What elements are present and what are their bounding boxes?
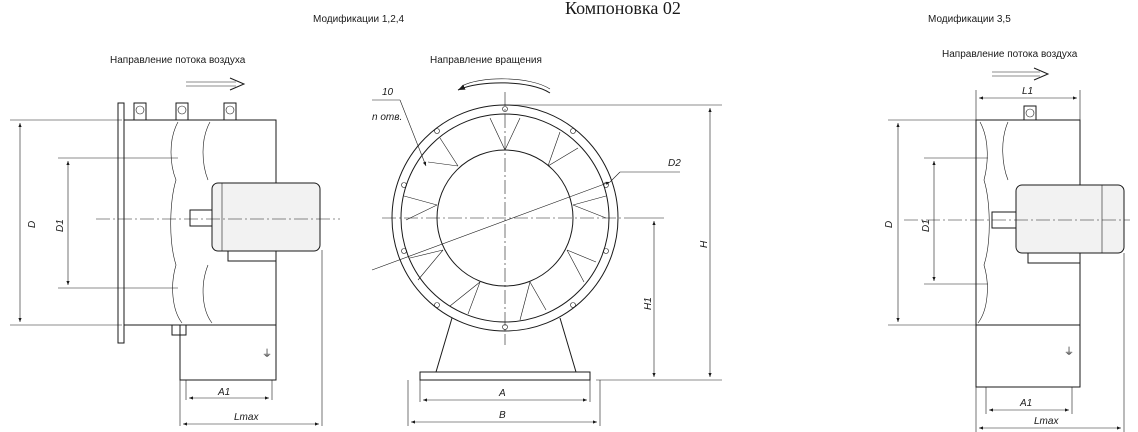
dim-A1-right: A1 <box>1019 398 1032 409</box>
dim-A1-left: A1 <box>217 387 230 398</box>
dim-Lmax-left: Lmax <box>234 412 259 423</box>
dim-H: H <box>699 240 710 248</box>
modifications-124-label: Модификации 1,2,4 <box>313 13 405 25</box>
holes-count-label: 10 <box>382 87 394 98</box>
modifications-35-label: Модификации 3,5 <box>928 13 1011 25</box>
airflow-arrow-right <box>992 67 1050 81</box>
dim-D2: D2 <box>668 158 681 169</box>
motor-base <box>179 324 277 381</box>
front-view: 10 n отв. D2 H H1 A B <box>371 78 722 426</box>
airflow-arrow-left <box>186 77 246 91</box>
drawing-title: Компоновка 02 <box>565 0 681 18</box>
dim-Lmax-right: Lmax <box>1034 416 1059 427</box>
motor-base-right <box>975 324 1081 388</box>
dim-D-right: D <box>884 221 895 228</box>
right-side-view: L1 ⏚ D D1 A1 Lmax <box>884 67 1130 432</box>
motor-right <box>1015 184 1125 254</box>
dim-D1-left: D1 <box>55 219 66 232</box>
dim-A: A <box>498 388 506 399</box>
dim-D-left: D <box>27 221 38 228</box>
airflow-direction-label-right: Направление потока воздуха <box>942 49 1078 60</box>
impeller-blades <box>403 117 607 321</box>
dim-L1: L1 <box>1022 86 1033 97</box>
support-stand <box>435 317 577 373</box>
ground-symbol-right: ⏚ <box>1064 346 1074 358</box>
ground-symbol-left: ⏚ <box>262 348 272 360</box>
rotation-arrow <box>457 82 551 94</box>
left-side-view: ⏚ D D1 A1 Lmax <box>10 77 340 426</box>
holes-note-label: n отв. <box>372 112 402 123</box>
motor <box>211 182 321 252</box>
dim-B: B <box>499 410 506 421</box>
bolt-holes <box>401 106 609 330</box>
rotation-direction-label: Направление вращения <box>430 55 542 66</box>
airflow-direction-label-left: Направление потока воздуха <box>110 55 246 66</box>
dim-H1: H1 <box>643 297 654 310</box>
dim-D1-right: D1 <box>921 219 932 232</box>
inlet-flange <box>117 102 125 344</box>
